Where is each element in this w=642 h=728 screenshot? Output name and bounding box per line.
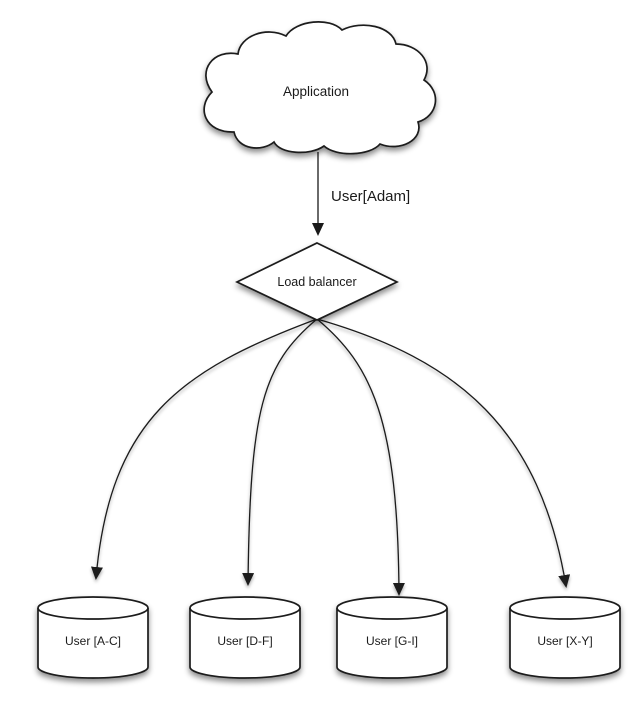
load-balancer-label: Load balancer xyxy=(277,275,356,289)
edge-label: User[Adam] xyxy=(331,188,410,205)
application-node: Application xyxy=(203,21,437,155)
cylinder-body xyxy=(189,608,301,679)
cloud-shape xyxy=(203,21,437,155)
shard-node-d-f: User [D-F] xyxy=(189,596,301,679)
edge-to-shard-g-i xyxy=(316,318,405,596)
cylinder-body xyxy=(37,608,149,679)
shard-label: User [G-I] xyxy=(366,634,418,648)
shard-node-g-i: User [G-I] xyxy=(336,596,448,679)
cylinder-top xyxy=(509,596,621,620)
load-balancer-node: Load balancer xyxy=(235,242,399,321)
application-to-balancer-edge: User[Adam] xyxy=(312,152,410,236)
shard-label: User [A-C] xyxy=(65,634,121,648)
cylinder-top xyxy=(37,596,149,620)
shard-label: User [X-Y] xyxy=(537,634,592,648)
diamond-shape xyxy=(235,242,399,321)
edge-to-shard-d-f xyxy=(242,318,318,586)
shard-node-x-y: User [X-Y] xyxy=(509,596,621,679)
cylinder-top xyxy=(336,596,448,620)
application-label: Application xyxy=(283,84,349,99)
cylinder-body xyxy=(336,608,448,679)
edge-to-shard-x-y xyxy=(316,318,571,588)
cylinder-top xyxy=(189,596,301,620)
shard-label: User [D-F] xyxy=(217,634,272,648)
edge-to-shard-a-c xyxy=(90,318,318,580)
balancer-to-shard-edges xyxy=(90,318,571,596)
cylinder-body xyxy=(509,608,621,679)
shard-node-a-c: User [A-C] xyxy=(37,596,149,679)
